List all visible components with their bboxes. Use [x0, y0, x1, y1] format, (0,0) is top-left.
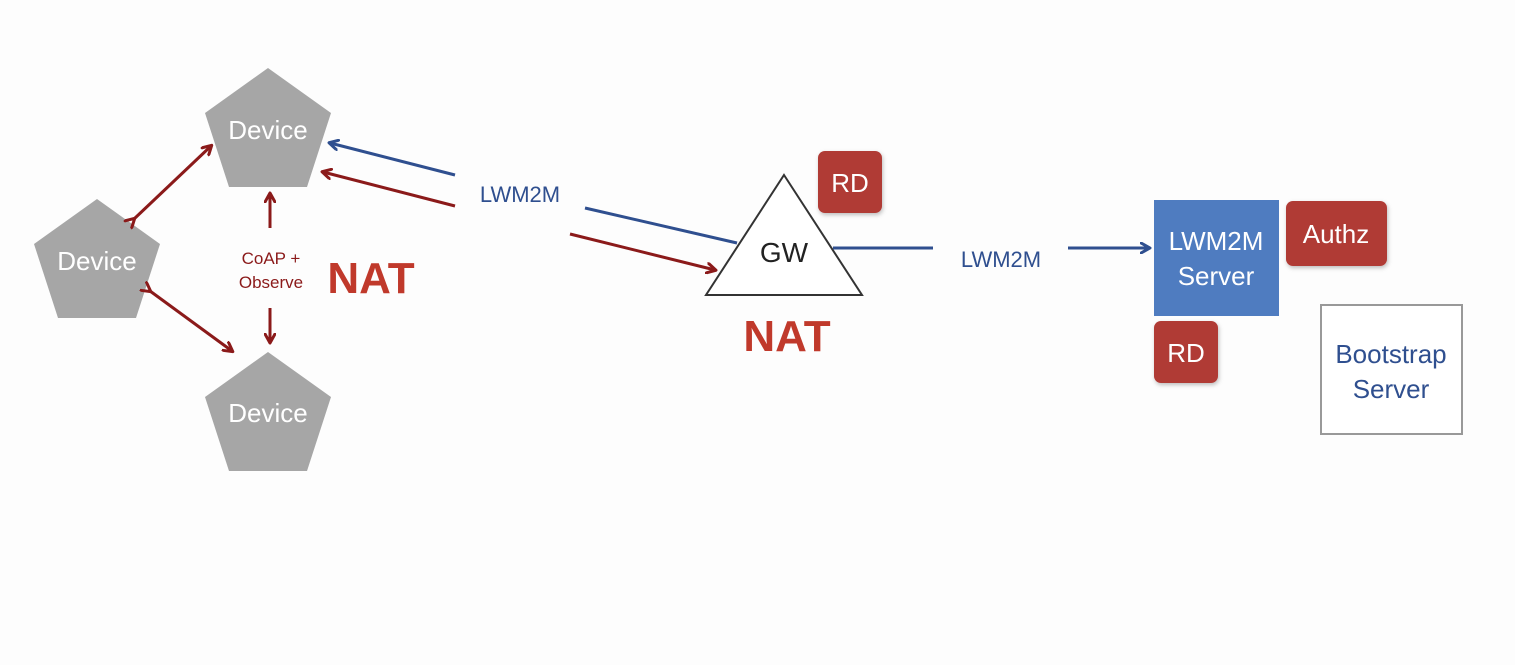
bootstrap-server-node[interactable]: Bootstrap Server — [1320, 304, 1463, 435]
lwm2m-server-node[interactable]: LWM2M Server — [1154, 200, 1279, 316]
nat-label-local: NAT — [327, 254, 414, 303]
lwm2m-arrow-to-device-red — [323, 172, 456, 208]
lwm2m-link-label-server: LWM2M — [961, 247, 1041, 272]
lwm2m-line-to-gw-blue — [584, 206, 738, 245]
device-label: Device — [228, 398, 307, 428]
coap-label-line2: Observe — [239, 273, 303, 292]
gateway-rd-badge[interactable]: RD — [818, 151, 882, 213]
server-label-line1: LWM2M — [1169, 226, 1264, 256]
device-label: Device — [228, 115, 307, 145]
lwm2m-arrow-to-gw-red — [569, 232, 715, 270]
server-authz-badge[interactable]: Authz — [1286, 201, 1387, 266]
gateway-label: GW — [760, 237, 809, 268]
lwm2m-arrow-to-device-blue — [330, 143, 456, 177]
mesh-arrow-left-bottom — [150, 291, 232, 351]
device-node-left[interactable]: Device — [34, 199, 160, 318]
gateway-rd-label: RD — [831, 168, 869, 198]
server-rd-badge[interactable]: RD — [1154, 321, 1218, 383]
device-node-bottom[interactable]: Device — [205, 352, 331, 471]
bootstrap-label-line1: Bootstrap — [1335, 339, 1446, 369]
server-rd-label: RD — [1167, 338, 1205, 368]
bootstrap-label-line2: Server — [1353, 374, 1430, 404]
coap-label-line1: CoAP + — [242, 249, 301, 268]
nat-label-gateway: NAT — [743, 312, 830, 361]
gateway-node[interactable]: GW — [704, 173, 864, 296]
lwm2m-link-label-device: LWM2M — [480, 182, 560, 207]
server-authz-label: Authz — [1303, 219, 1370, 249]
server-label-line2: Server — [1178, 261, 1255, 291]
device-node-top[interactable]: Device — [205, 68, 331, 187]
mesh-arrow-left-top — [134, 146, 211, 219]
device-label: Device — [57, 246, 136, 276]
